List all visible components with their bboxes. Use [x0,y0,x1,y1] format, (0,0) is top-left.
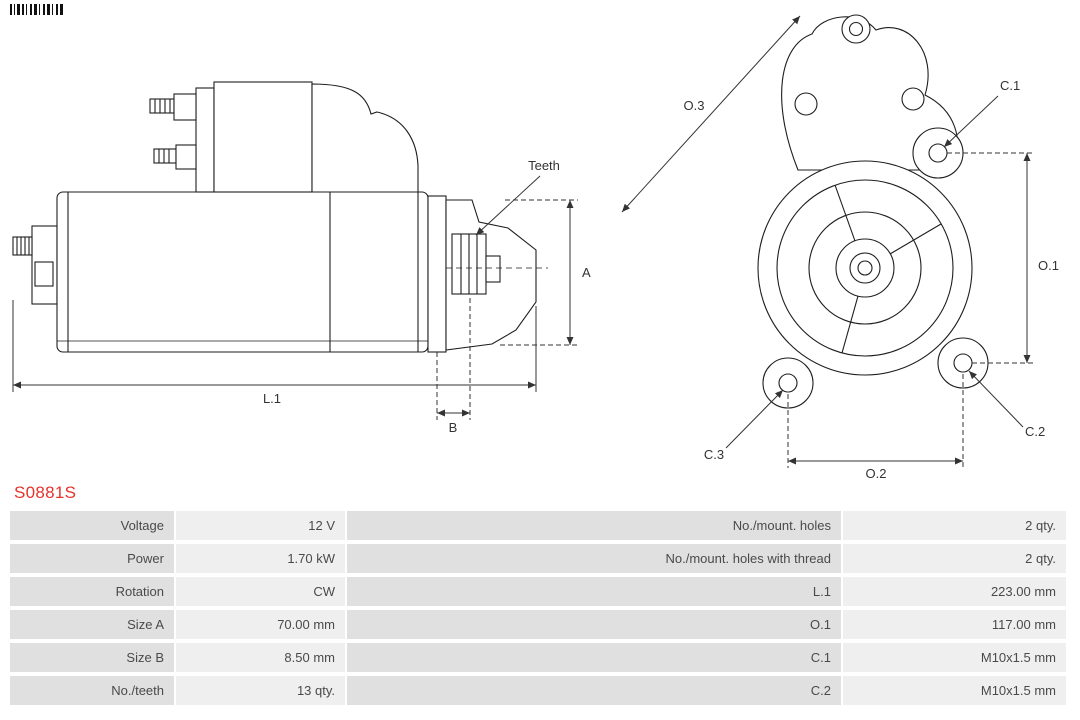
spec-label-o1: O.1 [347,610,841,639]
spec-label-c1: C.1 [347,643,841,672]
dim-label-a: A [582,265,591,280]
dim-label-c2: C.2 [1025,424,1045,439]
spec-value-size-b: 8.50 mm [176,643,345,672]
side-view-dimensions [12,175,578,420]
spec-value-voltage: 12 V [176,511,345,540]
spec-label-size-a: Size A [10,610,174,639]
drive-end-housing [427,195,548,353]
dim-label-o3: O.3 [684,98,705,113]
dim-label-b: B [449,420,458,435]
barcode [10,4,63,15]
spec-table: Voltage 12 V No./mount. holes 2 qty. Pow… [10,511,1070,705]
spec-value-rotation: CW [176,577,345,606]
starter-side-view [12,81,548,353]
spec-label-voltage: Voltage [10,511,174,540]
mounting-stud [12,225,58,305]
pinion-gear [451,233,501,295]
dim-label-l1: L.1 [263,391,281,406]
spec-value-o1: 117.00 mm [843,610,1066,639]
spec-value-c2: M10x1.5 mm [843,676,1066,705]
part-number: S0881S [14,483,77,502]
spec-label-c2: C.2 [347,676,841,705]
front-view-dimensions [621,15,1034,468]
spec-value-power: 1.70 kW [176,544,345,573]
dim-label-teeth: Teeth [528,158,560,173]
motor-body [56,191,429,353]
spec-value-mount-holes: 2 qty. [843,511,1066,540]
spec-label-l1: L.1 [347,577,841,606]
starter-front-view [757,14,989,409]
spec-value-c1: M10x1.5 mm [843,643,1066,672]
spec-label-mount-holes: No./mount. holes [347,511,841,540]
spec-label-mount-holes-thread: No./mount. holes with thread [347,544,841,573]
dim-label-o2: O.2 [866,466,887,480]
spec-label-teeth: No./teeth [10,676,174,705]
spec-label-power: Power [10,544,174,573]
flange-face [757,160,973,376]
terminal-studs [149,93,197,170]
dim-label-c1: C.1 [1000,78,1020,93]
technical-drawing: Teeth A L.1 B [10,4,1059,480]
spec-value-size-a: 70.00 mm [176,610,345,639]
solenoid [195,81,419,193]
spec-value-mount-holes-thread: 2 qty. [843,544,1066,573]
spec-label-rotation: Rotation [10,577,174,606]
spec-value-l1: 223.00 mm [843,577,1066,606]
dim-label-o1: O.1 [1038,258,1059,273]
spec-value-teeth: 13 qty. [176,676,345,705]
dim-label-c3: C.3 [704,447,724,462]
spec-label-size-b: Size B [10,643,174,672]
